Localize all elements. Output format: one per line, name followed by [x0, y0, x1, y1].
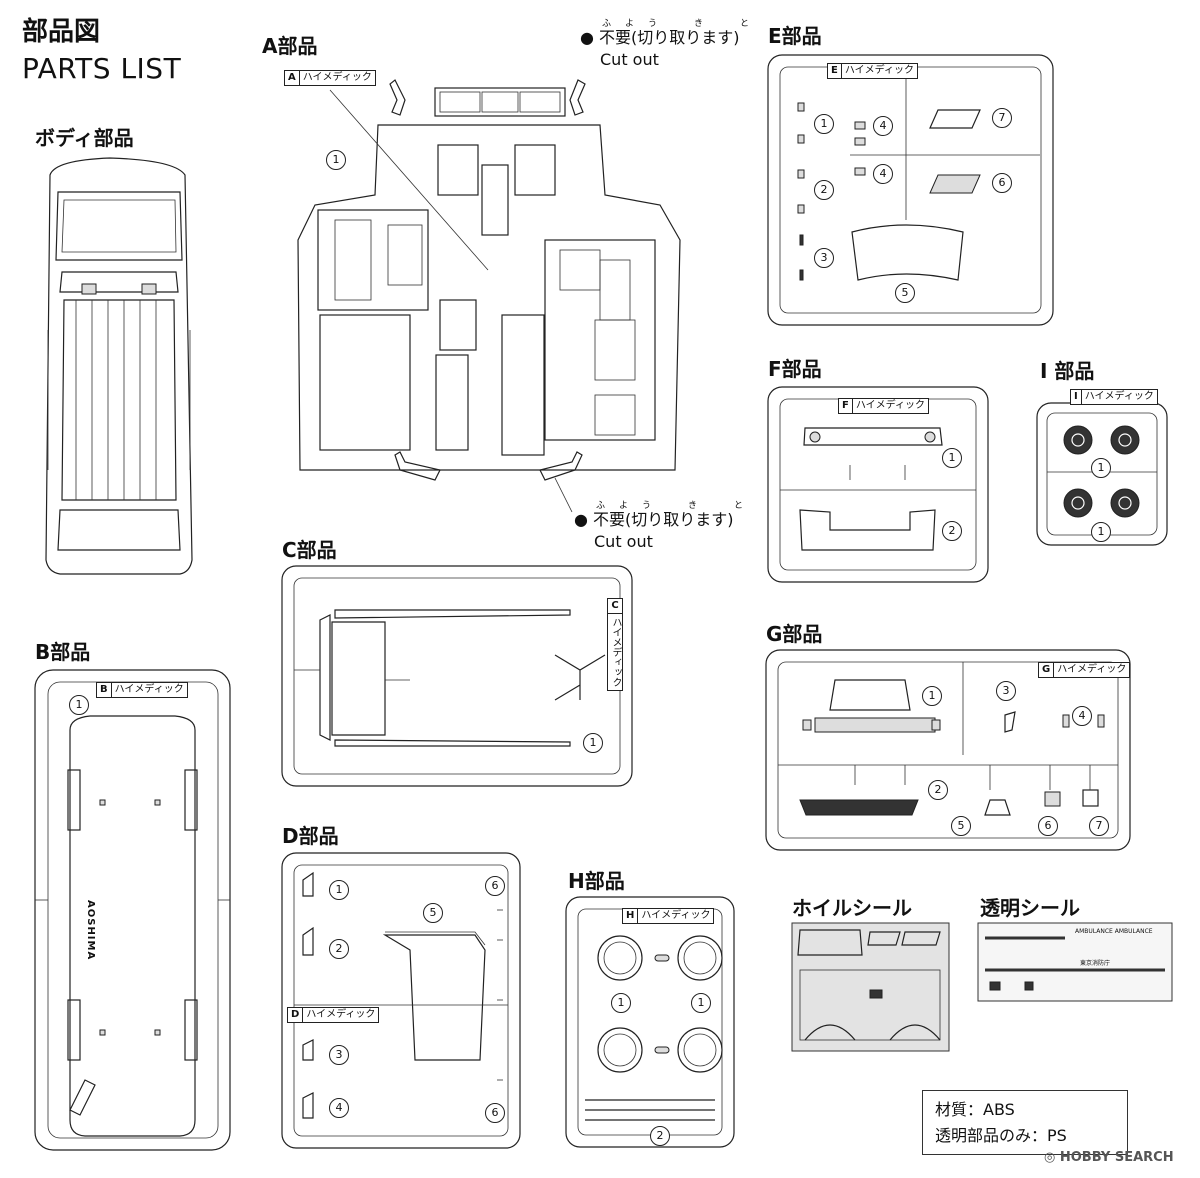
h-part-drawing	[565, 896, 735, 1148]
e-part-4-bottom: 4	[873, 164, 893, 184]
i-part-1-bottom: 1	[1091, 522, 1111, 542]
clear-sticker-dept-text: 東京消防庁	[1080, 960, 1111, 967]
d-part-2: 2	[329, 939, 349, 959]
e-part-5: 5	[895, 283, 915, 303]
e-part-7: 7	[992, 108, 1012, 128]
section-g-title: G部品	[766, 622, 823, 646]
g-part-5: 5	[951, 816, 971, 836]
page-title-jp: 部品図	[22, 17, 101, 47]
material-line-1: 材質：ABS	[935, 1100, 1015, 1119]
b-part-1: 1	[69, 695, 89, 715]
section-a-title: A部品	[262, 34, 318, 58]
cut-note-bottom-ruby: ふよう き と	[596, 501, 758, 511]
body-part-drawing	[45, 157, 193, 575]
i-part-drawing	[1036, 402, 1168, 546]
g-part-2: 2	[928, 780, 948, 800]
g-part-7: 7	[1089, 816, 1109, 836]
section-i-title: I 部品	[1040, 359, 1095, 383]
section-c-title: C部品	[282, 538, 337, 562]
cut-note-bottom-en: Cut out	[594, 532, 653, 551]
d-part-6-top: 6	[485, 876, 505, 896]
section-b-title: B部品	[35, 640, 91, 664]
d-part-drawing	[281, 852, 521, 1149]
b-part-drawing	[34, 669, 231, 1151]
clear-sticker-ambulance-text: AMBULANCE AMBULANCE	[1075, 928, 1153, 935]
e-part-1: 1	[814, 114, 834, 134]
f-part-1: 1	[942, 448, 962, 468]
e-part-drawing	[767, 54, 1054, 326]
h-part-1-right: 1	[691, 993, 711, 1013]
d-part-6-bottom: 6	[485, 1103, 505, 1123]
c-part-1: 1	[583, 733, 603, 753]
clear-sticker-sheet-drawing	[977, 922, 1173, 1002]
section-body-title: ボディ部品	[35, 126, 134, 150]
e-part-3: 3	[814, 248, 834, 268]
section-e-title: E部品	[768, 24, 822, 48]
material-box: 材質：ABS 透明部品のみ：PS	[922, 1090, 1128, 1156]
d-part-1: 1	[329, 880, 349, 900]
cut-note-top-ruby: ふよう き と	[602, 19, 764, 29]
f-part-2: 2	[942, 521, 962, 541]
cut-note-top-jp: ● 不要(切り取ります)	[580, 28, 740, 47]
a-part-drawing	[297, 79, 681, 513]
page-title-en: PARTS LIST	[22, 52, 182, 85]
clear-sticker-title: 透明シール	[980, 896, 1080, 920]
c-part-drawing	[281, 565, 633, 787]
g-part-4: 4	[1072, 706, 1092, 726]
a-part-1: 1	[326, 150, 346, 170]
wheel-sticker-sheet-drawing	[791, 922, 950, 1052]
g-part-3: 3	[996, 681, 1016, 701]
g-part-drawing	[765, 649, 1131, 851]
cut-note-bottom-jp: ● 不要(切り取ります)	[574, 510, 734, 529]
d-part-3: 3	[329, 1045, 349, 1065]
f-part-drawing	[767, 386, 989, 583]
e-part-2: 2	[814, 180, 834, 200]
h-part-1-left: 1	[611, 993, 631, 1013]
section-h-title: H部品	[568, 869, 625, 893]
aoshima-logo: AOSHIMA	[85, 900, 96, 961]
i-part-1-top: 1	[1091, 458, 1111, 478]
e-part-4-top: 4	[873, 116, 893, 136]
section-d-title: D部品	[282, 824, 339, 848]
wheel-sticker-title: ホイルシール	[792, 896, 912, 920]
cut-note-top-en: Cut out	[600, 50, 659, 69]
e-part-6: 6	[992, 173, 1012, 193]
g-part-1: 1	[922, 686, 942, 706]
h-part-2: 2	[650, 1126, 670, 1146]
d-part-5: 5	[423, 903, 443, 923]
d-part-4: 4	[329, 1098, 349, 1118]
watermark: ◎ HOBBY SEARCH	[1044, 1150, 1174, 1165]
material-line-2: 透明部品のみ：PS	[935, 1125, 1067, 1145]
section-f-title: F部品	[768, 357, 822, 381]
g-part-6: 6	[1038, 816, 1058, 836]
